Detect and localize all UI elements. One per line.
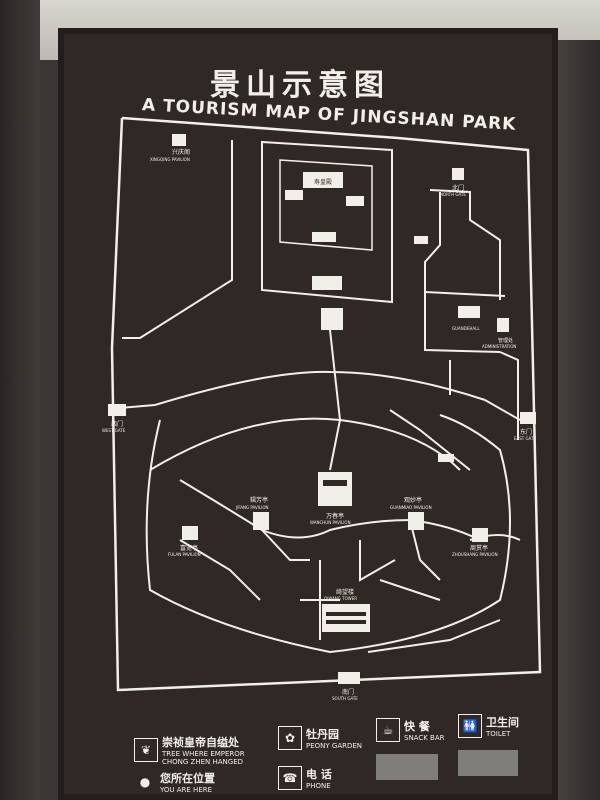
guanmiao-pavilion-icon — [408, 512, 424, 530]
label-south-gate: 南门 — [342, 688, 354, 696]
legend-toilet-en: TOILET — [486, 730, 511, 738]
legend-snack: ☕ 快 餐 SNACK BAR — [376, 718, 445, 742]
you-are-here-icon: ● — [139, 775, 151, 789]
shouhuang-hall-icon — [303, 172, 343, 188]
west-gate-icon — [108, 404, 126, 416]
snack-bar-icon: ☕ — [376, 718, 400, 742]
legend-snack-en: SNACK BAR — [404, 734, 445, 742]
zhoushang-pavilion-icon — [472, 528, 488, 542]
park-boundary — [110, 116, 542, 692]
fulan-pavilion-icon — [182, 526, 198, 540]
legend-phone: ☎ 电 话 PHONE — [278, 766, 332, 790]
legend-toilet: 🚻 卫生间 TOILET — [458, 714, 519, 738]
label-guandehall-en: GUANDEHALL — [452, 326, 480, 331]
toilet-icon: 🚻 — [458, 714, 482, 738]
legend-tree: ❦ 崇祯皇帝自缢处 TREE WHERE EMPEROR CHONG ZHEN … — [134, 734, 252, 766]
label-north-gate-en: NORTH GATE — [440, 192, 466, 197]
label-fulan: 富览亭 — [180, 544, 198, 552]
frame-right — [552, 40, 600, 800]
map-title-cn: 景山示意图 — [210, 68, 390, 103]
hill-ring — [145, 414, 511, 654]
admin-icon — [497, 318, 509, 332]
tree-icon: ❦ — [134, 738, 158, 762]
path-cross-north — [154, 370, 486, 406]
legend-phone-en: PHONE — [306, 782, 331, 790]
guandehall-icon — [458, 306, 480, 318]
label-wanchun-en: WANCHUN PAVILION — [310, 520, 351, 525]
label-shoupian: 寿皇殿 — [314, 178, 332, 186]
peony-icon: ✿ — [278, 726, 302, 750]
legend-toilet-cn: 卫生间 — [486, 716, 519, 729]
legend-here: ● 您所在位置 YOU ARE HERE — [134, 770, 215, 794]
label-wanchun: 万春亭 — [326, 512, 344, 520]
label-qiwang: 绮望楼 — [336, 588, 354, 596]
label-jifang-en: JIFANG PAVILION — [235, 505, 269, 510]
label-fulan-en: FULAN PAVILION — [168, 552, 201, 557]
north-gate-icon — [452, 168, 464, 180]
label-zhoushang-en: ZHOUSHANG PAVILION — [452, 552, 498, 557]
label-west-gate-en: WEST GATE — [102, 428, 126, 433]
legend-here-en: YOU ARE HERE — [160, 786, 213, 794]
legend-here-cn: 您所在位置 — [160, 772, 215, 785]
label-admin: 管理处 — [498, 337, 513, 344]
label-jifang: 辑芳亭 — [250, 496, 268, 504]
east-gate-icon — [520, 412, 536, 424]
legend-peony-cn: 牡丹园 — [306, 728, 339, 741]
frame-left — [0, 0, 40, 800]
legend-phone-cn: 电 话 — [306, 768, 332, 781]
label-zhoushang: 周赏亭 — [470, 544, 488, 552]
map-board — [58, 28, 558, 800]
wanchun-pavilion-icon — [318, 472, 352, 506]
qiwang-tower-icon — [322, 604, 370, 632]
legend-peony: ✿ 牡丹园 PEONY GARDEN — [278, 726, 362, 750]
label-north-gate: 北门 — [452, 184, 464, 192]
legend-tree-en: TREE WHERE EMPEROR CHONG ZHEN HANGED — [162, 750, 245, 766]
label-east-gate-en: EAST GATE — [514, 436, 536, 441]
faded-patch — [376, 754, 438, 780]
shouhuang-compound — [261, 140, 393, 304]
label-qiwang-en: QIWANG TOWER — [324, 596, 357, 601]
label-guanmiao: 观妙亭 — [404, 496, 422, 504]
legend-tree-cn: 崇祯皇帝自缢处 — [162, 736, 239, 749]
label-xingqing: 兴庆阁 — [172, 148, 190, 156]
xingqing-pavilion-icon — [172, 134, 186, 146]
label-xingqing-en: XINGQING PAVILION — [150, 157, 190, 162]
label-admin-en: ADMINISTRATION — [482, 344, 516, 349]
legend-peony-en: PEONY GARDEN — [306, 742, 363, 750]
jifang-pavilion-icon — [253, 512, 269, 530]
legend-snack-cn: 快 餐 — [404, 720, 430, 733]
map-legend: ❦ 崇祯皇帝自缢处 TREE WHERE EMPEROR CHONG ZHEN … — [130, 712, 530, 800]
label-west-gate: 西门 — [111, 420, 123, 428]
label-south-gate-en: SOUTH GATE — [332, 696, 358, 701]
gate-building-icon — [312, 276, 342, 290]
phone-icon: ☎ — [278, 766, 302, 790]
south-gate-icon — [338, 672, 360, 684]
faded-patch — [458, 750, 518, 776]
label-east-gate: 东门 — [520, 428, 532, 436]
label-guanmiao-en: GUANMIAO PAVILION — [390, 505, 432, 510]
